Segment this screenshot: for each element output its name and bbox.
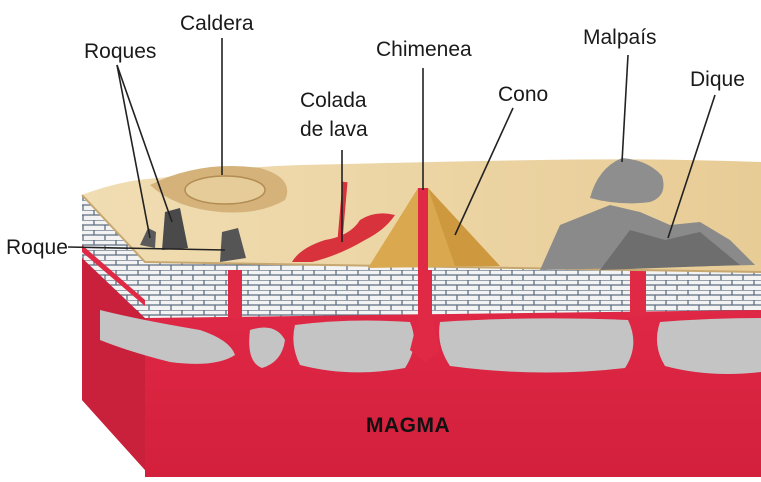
- vein-1: [228, 270, 242, 318]
- label-chimenea: Chimenea: [376, 38, 472, 61]
- intrusion-far-right: [657, 318, 761, 374]
- label-colada-line1: Colada: [300, 89, 367, 112]
- label-malpais: Malpaís: [583, 26, 657, 49]
- label-roque: Roque: [6, 236, 68, 259]
- caldera-crater: [185, 176, 265, 204]
- label-cono: Cono: [498, 83, 548, 106]
- chimney-column: [418, 188, 428, 272]
- vein-3: [630, 270, 646, 316]
- label-magma: MAGMA: [366, 414, 450, 437]
- intrusion-center: [293, 321, 414, 373]
- label-roques: Roques: [84, 40, 156, 63]
- vein-2: [418, 270, 432, 318]
- label-dique: Dique: [690, 68, 745, 91]
- label-caldera: Caldera: [180, 12, 254, 35]
- intrusion-right: [439, 318, 633, 372]
- leader-malpais: [622, 55, 628, 162]
- label-colada-line2: de lava: [300, 118, 368, 141]
